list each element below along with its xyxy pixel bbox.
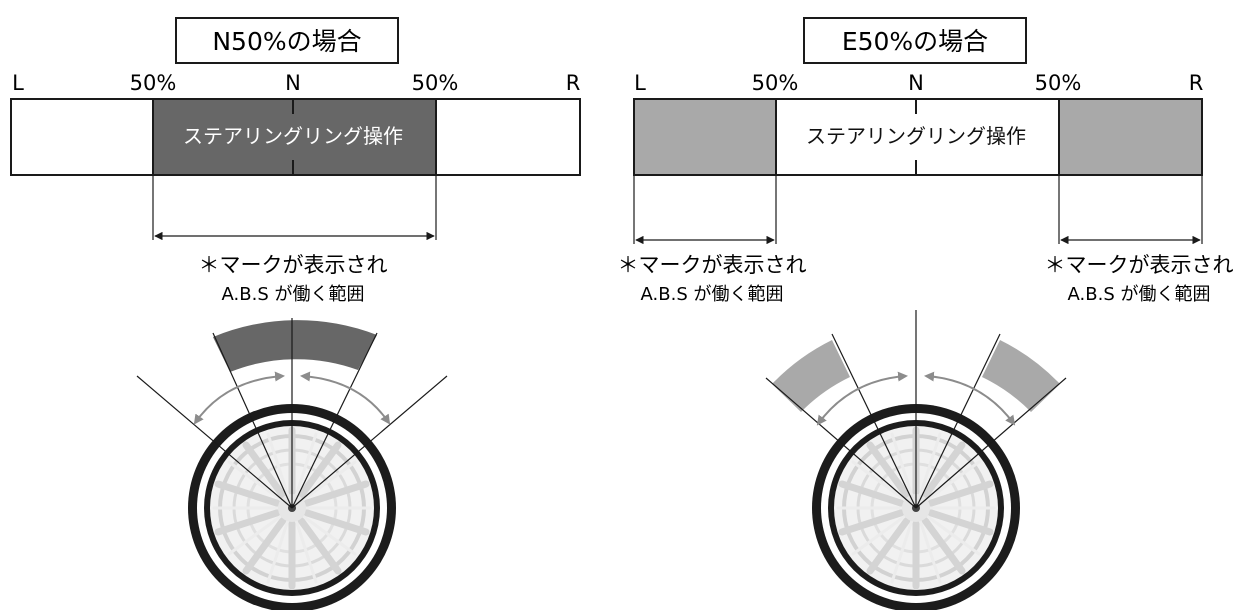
- right-turn-arrow: [924, 371, 1016, 426]
- right-turn-arrow: [300, 371, 391, 425]
- abs-arc-band-left: [772, 340, 850, 412]
- left-turn-arrow: [816, 371, 908, 426]
- abs-arc-band-right: [982, 340, 1060, 412]
- panel-title: E50%の場合: [842, 27, 988, 56]
- panel-title: N50%の場合: [212, 27, 361, 56]
- annotation-line1: ＊マークが表示され: [199, 253, 388, 277]
- title-box: [175, 17, 399, 64]
- scale-label-n: N: [908, 71, 924, 95]
- operation-arc-band: [213, 320, 377, 372]
- operation-zone: [152, 98, 437, 176]
- left-turn-arrow: [193, 371, 285, 425]
- annotation-line2: A.B.S が働く範囲: [1068, 284, 1211, 305]
- abs-zone-right: [1058, 98, 1203, 176]
- annotation-line1: ＊マークが表示され: [1045, 253, 1234, 277]
- scale-label-50-right: 50%: [412, 71, 459, 95]
- bar-text: ステアリングリング操作: [806, 124, 1026, 148]
- abs-zone-left: [633, 98, 777, 176]
- annotation-line2: A.B.S が働く範囲: [641, 284, 784, 305]
- scale-label-50-left: 50%: [130, 71, 177, 95]
- panel-n50: N50%の場合 L 50% N 50% R ステアリングリング操作 ＊マークが表…: [10, 17, 581, 610]
- angle-lines: [765, 310, 1067, 509]
- scale-label-50-right: 50%: [1035, 71, 1082, 95]
- annotation-line1: ＊マークが表示され: [618, 253, 807, 277]
- scale-label-50-left: 50%: [752, 71, 799, 95]
- annotation-line2: A.B.S が働く範囲: [222, 284, 365, 305]
- scale-label-r: R: [1189, 71, 1204, 95]
- scale-label-l: L: [634, 71, 646, 95]
- scale-label-l: L: [12, 71, 24, 95]
- bar-text: ステアリングリング操作: [183, 124, 403, 148]
- scale-label-n: N: [285, 71, 301, 95]
- panel-e50: E50%の場合 L 50% N 50% R ステアリングリング操作 ＊マークが表…: [618, 17, 1234, 610]
- angle-lines: [136, 318, 448, 509]
- title-box: [803, 17, 1027, 64]
- scale-label-r: R: [566, 71, 581, 95]
